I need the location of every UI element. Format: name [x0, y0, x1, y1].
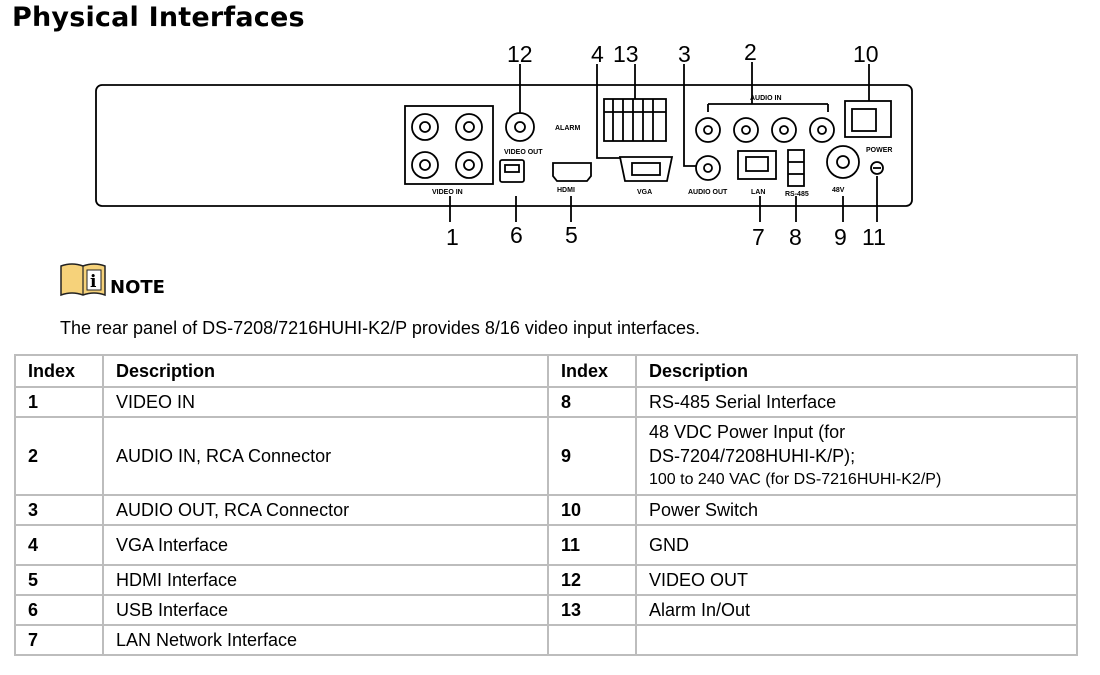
header-description: Description: [102, 354, 549, 388]
label-lan: LAN: [751, 189, 765, 196]
rs485-port: [787, 149, 805, 187]
table-row: 5 HDMI Interface 12 VIDEO OUT: [14, 564, 1078, 596]
label-hdmi: HDMI: [557, 187, 575, 194]
description-cell: Alarm In/Out: [635, 594, 1078, 626]
power-input-connector: [826, 145, 860, 179]
callout-4: 4: [591, 41, 604, 67]
index-cell: 5: [14, 564, 104, 596]
description-line: 100 to 240 VAC (for DS-7216HUHI-K2/P): [649, 471, 942, 488]
callout-7: 7: [752, 224, 765, 250]
table-header-row: Index Description Index Description: [14, 354, 1078, 388]
description-cell: VGA Interface: [102, 524, 549, 566]
description-cell: GND: [635, 524, 1078, 566]
callout-11: 11: [862, 224, 886, 250]
table-row: 1 VIDEO IN 8 RS-485 Serial Interface: [14, 386, 1078, 418]
gnd-terminal: [870, 161, 884, 175]
rear-panel-diagram: 12 4 13 3 2 10 1 6 5 7 8 9 11: [95, 39, 913, 250]
label-audio-out: AUDIO OUT: [688, 189, 728, 196]
description-cell: USB Interface: [102, 594, 549, 626]
description-cell: 48 VDC Power Input (for DS-7204/7208HUHI…: [635, 416, 1078, 496]
label-video-in: VIDEO IN: [432, 189, 463, 196]
callout-6: 6: [510, 222, 523, 248]
bnc-connector: [411, 151, 439, 179]
callout-13: 13: [613, 41, 639, 67]
label-alarm: ALARM: [555, 125, 580, 132]
bnc-connector: [411, 113, 439, 141]
lan-port: [737, 150, 777, 180]
description-line: DS-7204/7208HUHI-K/P);: [649, 446, 856, 466]
description-cell: RS-485 Serial Interface: [635, 386, 1078, 418]
table-row: 4 VGA Interface 11 GND: [14, 524, 1078, 566]
note-label: NOTE: [110, 277, 165, 298]
label-vga: VGA: [637, 189, 652, 196]
index-cell: 2: [14, 416, 104, 496]
power-switch: [844, 100, 892, 138]
index-cell: 12: [547, 564, 637, 596]
audio-in-rca: [771, 117, 797, 143]
audio-in-rca: [695, 117, 721, 143]
index-cell: 8: [547, 386, 637, 418]
callout-8: 8: [789, 224, 802, 250]
svg-text:i: i: [90, 272, 97, 292]
table-row: 3 AUDIO OUT, RCA Connector 10 Power Swit…: [14, 494, 1078, 526]
index-cell: 6: [14, 594, 104, 626]
hdmi-port: [552, 162, 592, 182]
label-rs485: RS-485: [785, 191, 809, 198]
audio-out-rca: [695, 155, 721, 181]
note-text: The rear panel of DS-7208/7216HUHI-K2/P …: [60, 318, 701, 338]
description-cell: VIDEO OUT: [635, 564, 1078, 596]
index-cell: 7: [14, 624, 104, 656]
header-index: Index: [547, 354, 637, 388]
description-cell: [635, 624, 1078, 656]
table-row: 6 USB Interface 13 Alarm In/Out: [14, 594, 1078, 626]
audio-in-rca: [809, 117, 835, 143]
video-out-connector: [505, 112, 535, 142]
interface-table: Index Description Index Description 1 VI…: [14, 354, 1078, 656]
index-cell: 11: [547, 524, 637, 566]
header-index: Index: [14, 354, 104, 388]
video-in-block: [404, 105, 494, 185]
callout-5: 5: [565, 222, 578, 248]
callout-2: 2: [744, 39, 757, 65]
info-book-icon: i: [60, 263, 106, 297]
table-row: 7 LAN Network Interface: [14, 624, 1078, 656]
index-cell: 13: [547, 594, 637, 626]
bnc-connector: [455, 151, 483, 179]
label-audio-in: AUDIO IN: [750, 95, 782, 102]
index-cell: [547, 624, 637, 656]
audio-in-rca: [733, 117, 759, 143]
index-cell: 9: [547, 416, 637, 496]
description-cell: AUDIO OUT, RCA Connector: [102, 494, 549, 526]
rear-panel-outline: [95, 84, 913, 207]
header-description: Description: [635, 354, 1078, 388]
index-cell: 3: [14, 494, 104, 526]
usb-port: [499, 159, 525, 183]
index-cell: 10: [547, 494, 637, 526]
description-cell: HDMI Interface: [102, 564, 549, 596]
vga-port: [618, 156, 674, 182]
table-row: 2 AUDIO IN, RCA Connector 9 48 VDC Power…: [14, 416, 1078, 496]
callout-10: 10: [853, 41, 879, 67]
bnc-connector: [455, 113, 483, 141]
description-cell: Power Switch: [635, 494, 1078, 526]
description-cell: AUDIO IN, RCA Connector: [102, 416, 549, 496]
callout-3: 3: [678, 41, 691, 67]
description-line: 48 VDC Power Input (for: [649, 422, 846, 442]
label-video-out: VIDEO OUT: [504, 149, 543, 156]
callout-1: 1: [446, 224, 459, 250]
index-cell: 1: [14, 386, 104, 418]
description-cell: VIDEO IN: [102, 386, 549, 418]
callout-12: 12: [507, 41, 533, 67]
page-title: Physical Interfaces: [12, 2, 305, 33]
label-48v: 48V: [832, 187, 845, 194]
description-cell: LAN Network Interface: [102, 624, 549, 656]
callout-9: 9: [834, 224, 847, 250]
label-power: POWER: [866, 147, 892, 154]
index-cell: 4: [14, 524, 104, 566]
